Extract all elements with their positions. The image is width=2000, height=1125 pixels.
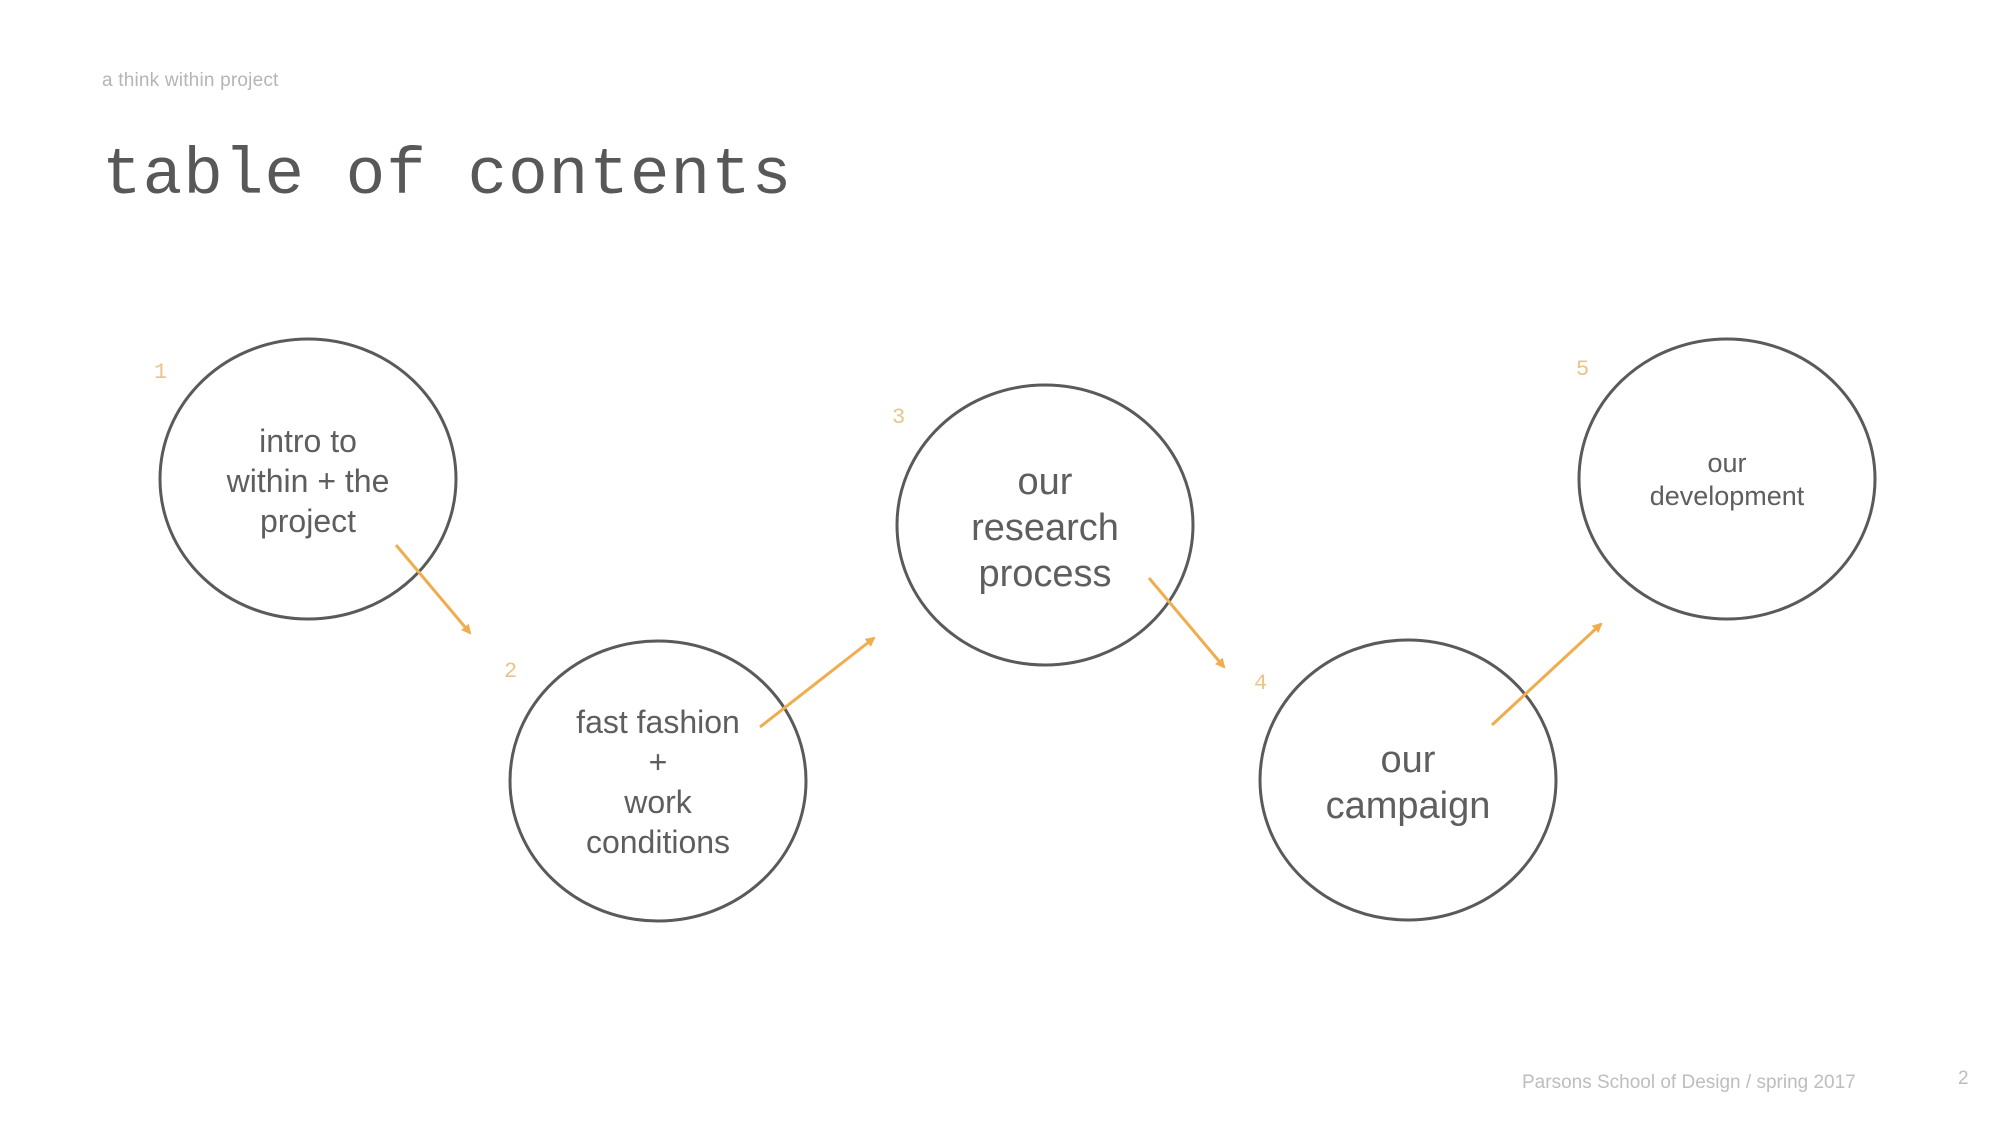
node-number-5: 5 [1576, 357, 1589, 382]
node-number-4: 4 [1254, 671, 1267, 696]
node-2-line-1: fast fashion [576, 704, 740, 740]
node-5-line-2: development [1650, 481, 1805, 511]
node-2-line-2: + [649, 744, 668, 780]
node-4-line-1: our [1381, 739, 1436, 781]
node-4[interactable]: 4 our campaign [1254, 638, 1558, 922]
arrow-2-to-3 [759, 636, 876, 729]
node-circle-3 [895, 383, 1195, 667]
node-1-line-3: project [260, 503, 356, 539]
node-number-2: 2 [504, 659, 517, 684]
node-4-line-2: campaign [1326, 785, 1491, 827]
node-3-line-2: research [971, 507, 1119, 549]
arrow-1-to-2 [394, 544, 472, 635]
node-3-line-3: process [978, 553, 1111, 595]
node-1[interactable]: 1 intro to within + the project [154, 337, 458, 621]
node-circle-2 [508, 639, 808, 923]
node-2[interactable]: 2 fast fashion + work conditions [504, 639, 808, 923]
node-number-3: 3 [892, 405, 905, 430]
node-circle-1 [158, 337, 458, 621]
arrow-4-to-5 [1490, 622, 1603, 727]
node-3-line-1: our [1018, 461, 1073, 503]
node-3[interactable]: 3 our research process [892, 383, 1195, 667]
page-title: table of contents [102, 138, 793, 213]
node-number-1: 1 [154, 360, 167, 385]
node-circle-5 [1577, 337, 1877, 621]
footer-credit: Parsons School of Design / spring 2017 [1522, 1072, 1856, 1093]
node-1-line-1: intro to [259, 423, 357, 459]
arrow-3-to-4 [1147, 577, 1226, 669]
node-circle-4 [1258, 638, 1558, 922]
node-5-line-1: our [1707, 448, 1746, 478]
node-5[interactable]: 5 our development [1576, 337, 1877, 621]
node-1-line-2: within + the [226, 463, 390, 499]
page-number: 2 [1958, 1068, 1969, 1089]
node-2-line-3: work [623, 784, 693, 820]
project-eyebrow: a think within project [102, 70, 279, 91]
node-2-line-4: conditions [586, 824, 730, 860]
